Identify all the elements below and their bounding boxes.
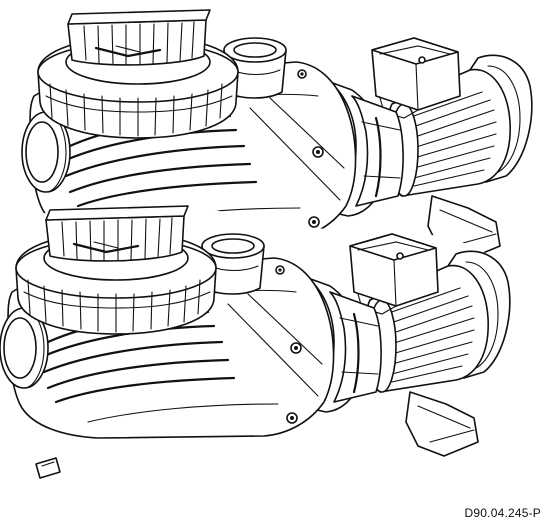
drawing-reference-code: D90.04.245-P	[464, 506, 541, 520]
drain-plug	[35, 457, 61, 479]
pump-bottom	[0, 202, 514, 496]
